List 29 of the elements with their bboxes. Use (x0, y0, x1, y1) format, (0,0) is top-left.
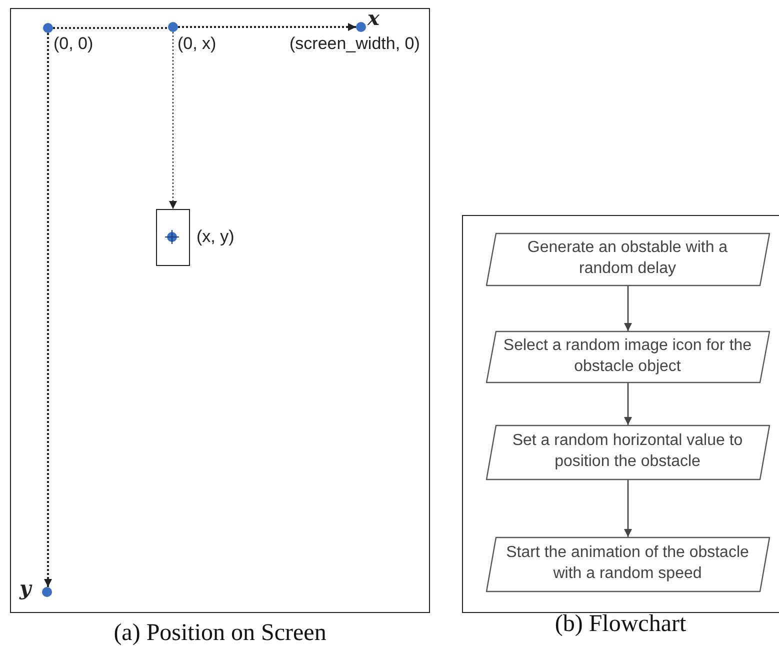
axis-label: y (20, 576, 32, 600)
step-text: Set a random horizontal value to position the obstacle (511, 431, 744, 472)
coordinate-label: (x, y) (196, 226, 234, 246)
process-parallelogram (486, 232, 770, 286)
dotted-arrow (169, 32, 177, 210)
panel-caption: (a) Position on Screen (112, 620, 328, 646)
axis-label: x (368, 6, 380, 30)
panel-caption: (b) Flowchart (554, 611, 688, 638)
obstacle-rectangle (156, 208, 190, 266)
step-text: Generate an obstable with a random delay (526, 238, 729, 279)
arrow (624, 480, 632, 537)
panel-frame (10, 8, 430, 613)
process-parallelogram (486, 330, 770, 382)
process-parallelogram (486, 424, 770, 480)
dotted-arrow (178, 23, 356, 31)
arrow (624, 286, 632, 331)
point-marker (356, 22, 366, 32)
point-marker (42, 586, 52, 596)
dotted-arrow (44, 33, 52, 587)
arrow (624, 383, 632, 425)
point-marker (168, 22, 178, 32)
step-text: Start the animation of the obstacle with a random speed (505, 543, 750, 584)
coordinate-label: (screen_width, 0) (290, 34, 420, 54)
coordinate-label: (0, x) (178, 34, 216, 54)
point-marker (42, 22, 52, 32)
panel-frame (462, 215, 779, 613)
process-parallelogram (486, 536, 770, 592)
coordinate-label: (0, 0) (54, 34, 94, 54)
step-text: Select a random image icon for the obstacle object (502, 336, 753, 376)
